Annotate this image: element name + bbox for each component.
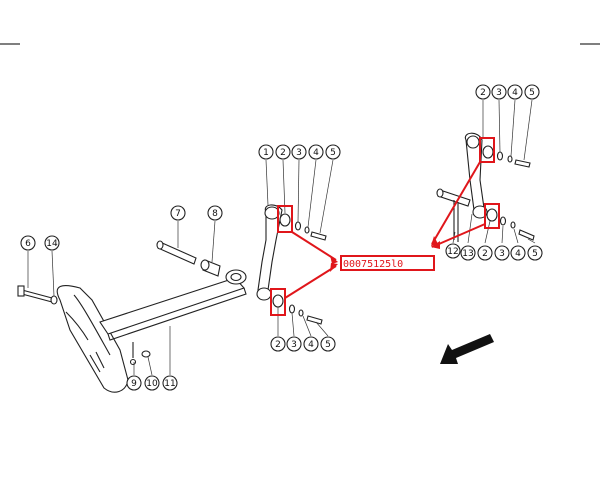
callout-13: 13 <box>460 245 476 261</box>
svg-text:2: 2 <box>280 148 286 158</box>
svg-text:5: 5 <box>532 249 538 259</box>
callout-low-5: 5 <box>320 336 336 352</box>
callout-8: 8 <box>207 205 223 221</box>
svg-text:2: 2 <box>480 88 486 98</box>
svg-text:3: 3 <box>291 340 297 350</box>
callout-10: 10 <box>144 375 160 391</box>
callout-5: 5 <box>325 144 341 160</box>
svg-text:4: 4 <box>313 148 319 158</box>
callout-r-top-3: 3 <box>491 84 507 100</box>
highlight-box-right-top <box>479 137 495 163</box>
highlight-annotations: 00075125l0 <box>270 137 500 316</box>
leader-lines <box>27 99 536 376</box>
svg-text:13: 13 <box>462 249 473 259</box>
svg-text:10: 10 <box>146 379 158 389</box>
svg-text:12: 12 <box>447 247 458 257</box>
svg-text:2: 2 <box>482 249 488 259</box>
svg-text:3: 3 <box>496 88 502 98</box>
highlight-box-right-bottom <box>484 203 500 229</box>
callout-11: 11 <box>162 375 178 391</box>
callout-6: 6 <box>20 235 36 251</box>
callouts: 1 2 3 4 5 7 8 6 14 9 10 11 2 3 4 5 2 3 4… <box>20 84 543 391</box>
svg-text:4: 4 <box>512 88 518 98</box>
svg-text:1: 1 <box>263 148 269 158</box>
callout-r-top-2: 2 <box>475 84 491 100</box>
callout-14: 14 <box>44 235 60 251</box>
callout-r-top-4: 4 <box>507 84 523 100</box>
callout-r-bot-3: 3 <box>494 245 510 261</box>
callout-12: 12 <box>445 243 461 259</box>
svg-text:4: 4 <box>308 340 314 350</box>
svg-text:3: 3 <box>296 148 302 158</box>
svg-text:11: 11 <box>164 379 175 389</box>
svg-text:14: 14 <box>46 239 58 249</box>
center-link <box>256 204 327 325</box>
svg-text:5: 5 <box>330 148 336 158</box>
svg-text:7: 7 <box>175 209 181 219</box>
callout-4: 4 <box>308 144 324 160</box>
callout-low-2: 2 <box>270 336 286 352</box>
part-reference-text: 00075125l0 <box>343 259 403 270</box>
callout-3: 3 <box>291 144 307 160</box>
callout-low-3: 3 <box>286 336 302 352</box>
axle-assembly <box>17 269 247 393</box>
svg-text:8: 8 <box>212 209 218 219</box>
callout-r-bot-5: 5 <box>527 245 543 261</box>
highlight-box-lower <box>270 288 286 316</box>
svg-text:4: 4 <box>515 249 521 259</box>
part-reference-box <box>340 255 435 271</box>
callout-2: 2 <box>275 144 291 160</box>
svg-text:9: 9 <box>131 379 137 389</box>
highlight-box-upper <box>277 205 293 233</box>
pin-and-bush <box>156 240 221 277</box>
callout-r-top-5: 5 <box>524 84 540 100</box>
svg-text:2: 2 <box>275 340 281 350</box>
callout-r-bot-2: 2 <box>477 245 493 261</box>
svg-text:5: 5 <box>325 340 331 350</box>
callout-low-4: 4 <box>303 336 319 352</box>
callout-7: 7 <box>170 205 186 221</box>
direction-arrow-icon <box>440 334 494 364</box>
callout-r-bot-4: 4 <box>510 245 526 261</box>
callout-1: 1 <box>258 144 274 160</box>
svg-text:5: 5 <box>529 88 535 98</box>
callout-9: 9 <box>126 375 142 391</box>
svg-text:6: 6 <box>25 239 31 249</box>
svg-text:3: 3 <box>499 249 505 259</box>
